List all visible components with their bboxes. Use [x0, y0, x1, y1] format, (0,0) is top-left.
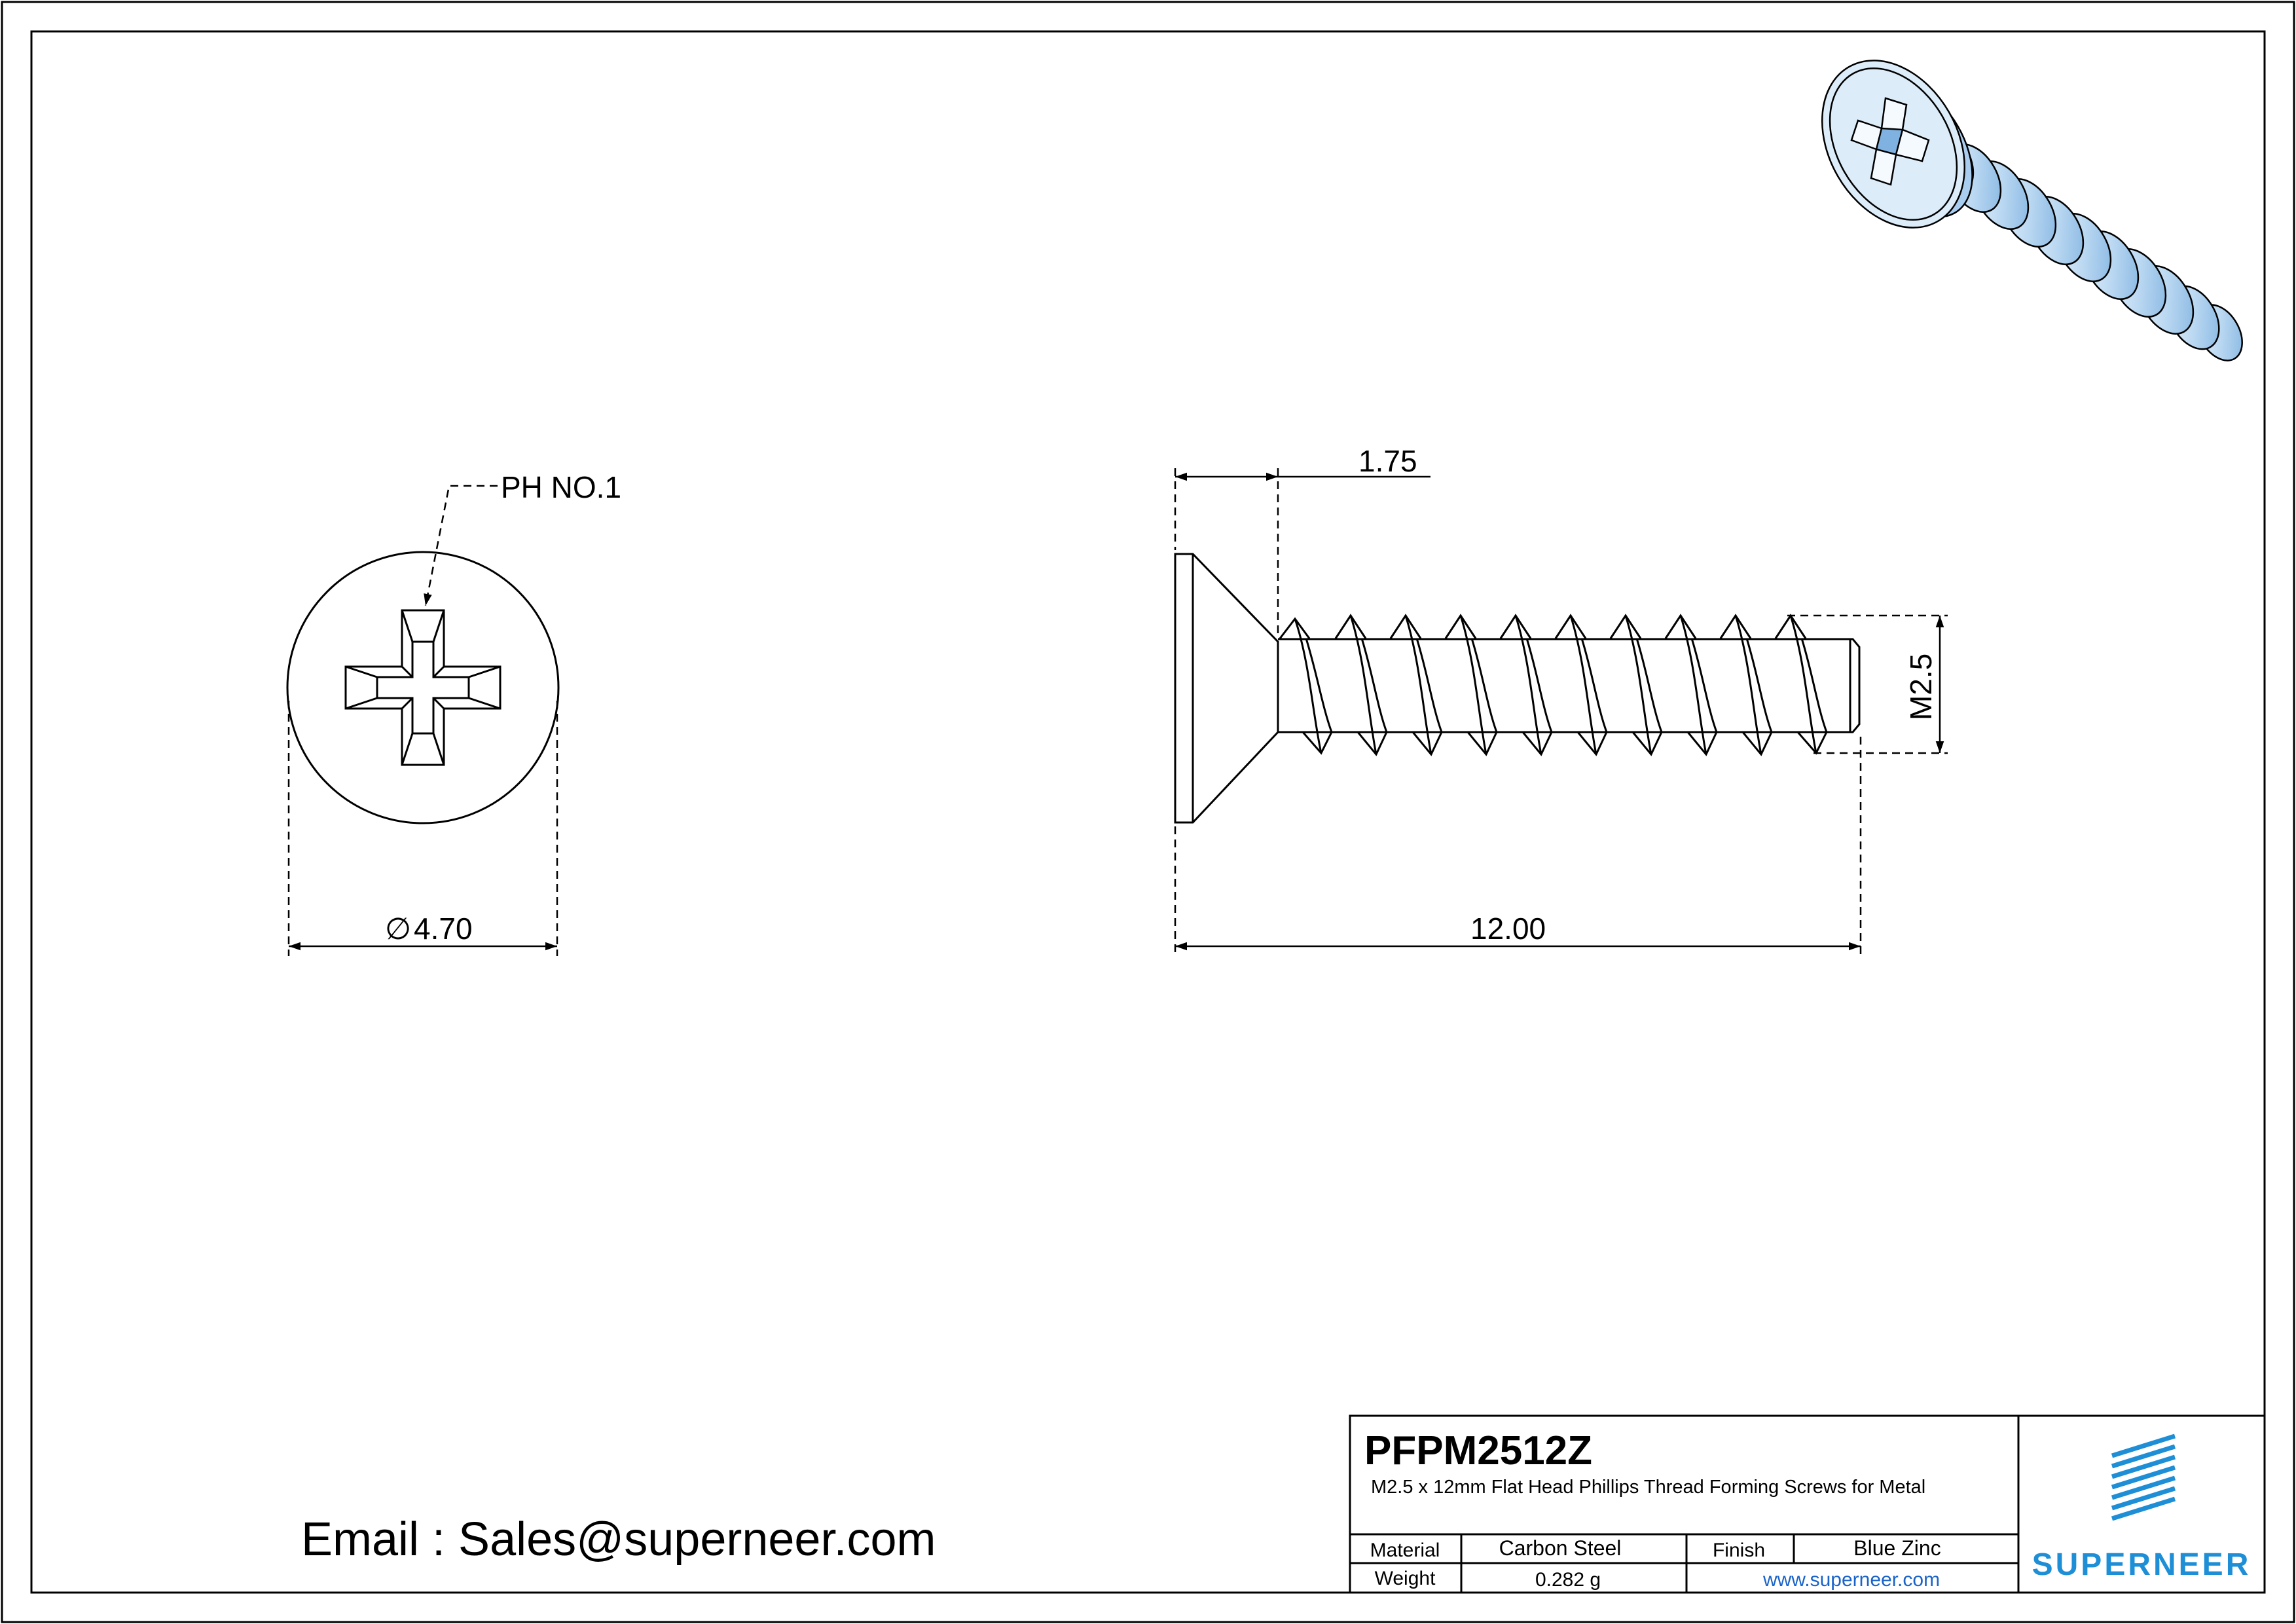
- weight-value: 0.282 g: [1535, 1569, 1601, 1591]
- material-value: Carbon Steel: [1499, 1536, 1622, 1560]
- head-top-view: [286, 551, 560, 824]
- part-description: M2.5 x 12mm Flat Head Phillips Thread Fo…: [1371, 1477, 1925, 1498]
- drive-callout-leader: [424, 485, 498, 606]
- head-height-dimension: [1174, 468, 1430, 635]
- head-height-value: 1.75: [1358, 444, 1417, 478]
- part-number: PFPM2512Z: [1364, 1428, 1592, 1473]
- website-link[interactable]: www.superneer.com: [1762, 1569, 1940, 1591]
- drive-callout-text: PH NO.1: [501, 470, 621, 504]
- title-block: [1349, 1414, 2266, 1594]
- weight-label: Weight: [1375, 1568, 1436, 1589]
- diameter-dimension: [287, 701, 558, 956]
- diameter-symbol: ∅: [385, 912, 411, 946]
- finish-value: Blue Zinc: [1853, 1536, 1941, 1560]
- contact-email: Email : Sales@superneer.com: [301, 1513, 936, 1566]
- logo-wordmark: SUPERNEER: [2032, 1547, 2251, 1582]
- length-value: 12.00: [1470, 912, 1546, 946]
- diameter-value: 4.70: [414, 912, 473, 946]
- inner-frame: [30, 30, 2266, 1594]
- finish-label: Finish: [1713, 1540, 1765, 1561]
- screw-iso-view: [1821, 60, 2243, 361]
- thread-dimension: [1787, 614, 1948, 754]
- thread-value: M2.5: [1904, 654, 1938, 720]
- material-label: Material: [1370, 1540, 1440, 1561]
- superneer-logo-icon: [2111, 1433, 2176, 1521]
- length-dimension: [1174, 737, 1862, 956]
- screw-side-view: [1174, 553, 1861, 824]
